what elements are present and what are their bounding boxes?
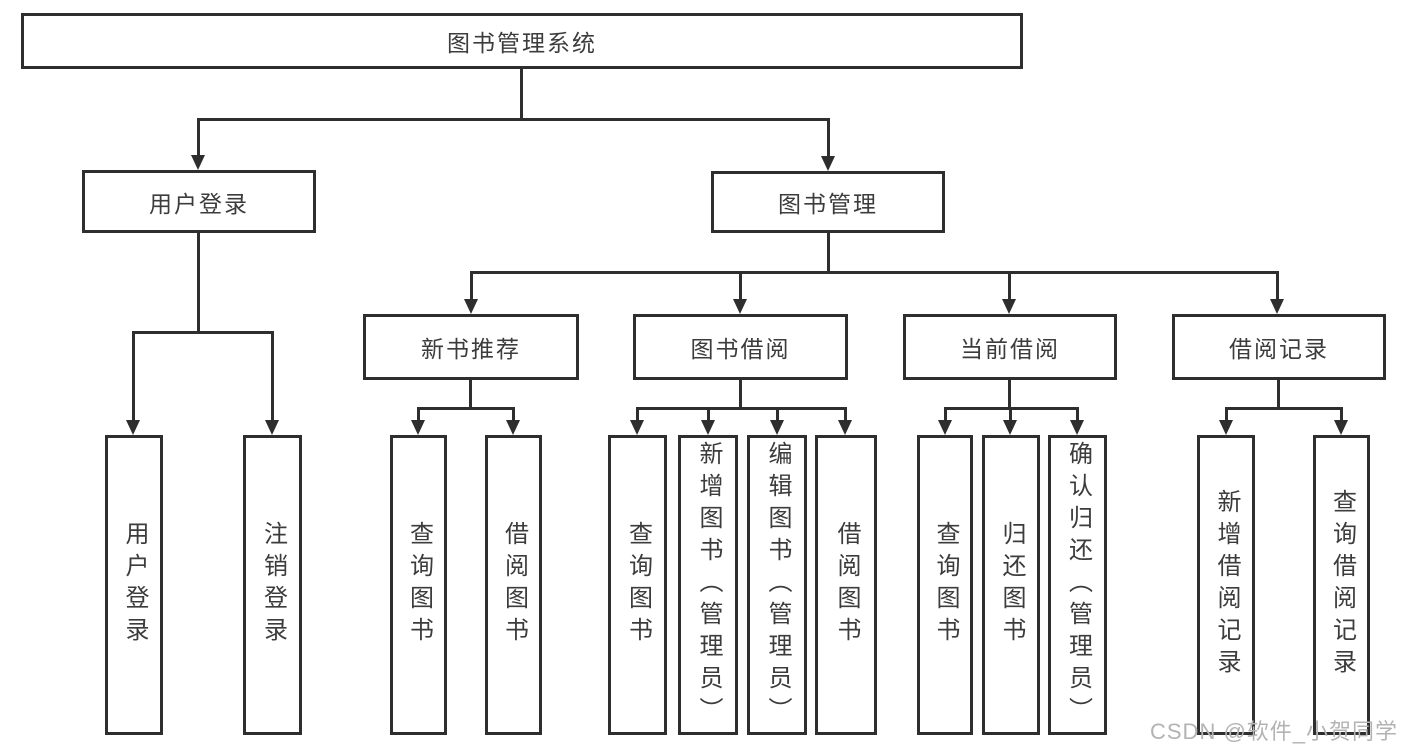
leaf-current-return-books-label: 归还图书 [998,521,1025,649]
leaf-newbook-query-books-label: 查询图书 [405,521,433,649]
leaf-logout: 注销登录 [243,435,302,735]
node-borrow-records-label: 借阅记录 [1229,336,1329,362]
leaf-borrow-edit-books-admin: 编辑图书（管理员） [747,435,807,735]
connector-line [944,407,947,422]
csdn-watermark: CSDN @软件_小贺同学 [1150,719,1399,744]
connector-line [827,118,830,157]
connector-arrow [770,420,784,435]
node-new-book-recommend-label: 新书推荐 [421,336,521,362]
connector-line [133,331,274,334]
connector-line [469,380,472,410]
connector-arrow [1334,420,1348,435]
connector-line [1340,407,1343,422]
connector-line [132,331,135,421]
leaf-current-query-books: 查询图书 [917,435,973,735]
connector-arrow [733,299,747,314]
leaf-records-query-record-label: 查询借阅记录 [1328,489,1356,681]
connector-line [707,407,710,422]
leaf-user-login-label: 用户登录 [121,521,148,649]
node-borrow-records: 借阅记录 [1172,314,1386,380]
connector-line [636,407,639,422]
leaf-current-confirm-return-admin-label: 确认归还（管理员） [1064,441,1092,729]
connector-arrow [838,420,852,435]
connector-line [520,69,523,120]
connector-arrow [1003,420,1017,435]
connector-line [417,407,515,410]
node-book-borrow-label: 图书借阅 [690,336,791,362]
leaf-borrow-add-books-admin-label: 新增图书（管理员） [695,441,722,729]
connector-line [1225,407,1228,422]
connector-line [197,118,200,157]
node-user-login-label: 用户登录 [149,190,249,217]
connector-arrow [1270,299,1284,314]
node-book-management-label: 图书管理 [778,191,878,217]
leaf-logout-label: 注销登录 [259,521,287,649]
connector-arrow [411,420,425,435]
connector-line [1277,380,1280,410]
leaf-records-add-record-label: 新增借阅记录 [1213,489,1240,681]
node-current-borrow: 当前借阅 [903,314,1117,380]
connector-line [470,271,473,301]
connector-arrow [1002,299,1016,314]
node-library-system: 图书管理系统 [21,13,1023,69]
connector-line [1225,407,1343,410]
node-library-system-label: 图书管理系统 [447,30,597,56]
connector-arrow [1219,420,1233,435]
node-new-book-recommend: 新书推荐 [363,314,579,380]
leaf-borrow-add-books-admin: 新增图书（管理员） [678,435,738,735]
connector-arrow [191,155,205,170]
leaf-records-query-record: 查询借阅记录 [1313,435,1370,735]
node-user-login: 用户登录 [82,170,316,233]
connector-line [512,407,515,422]
connector-line [827,233,830,274]
connector-line [1276,271,1279,301]
connector-line [271,331,274,421]
leaf-newbook-query-books: 查询图书 [390,435,447,735]
connector-line [1076,407,1079,422]
leaf-borrow-query-books-label: 查询图书 [624,521,652,649]
connector-arrow [701,420,715,435]
leaf-current-query-books-label: 查询图书 [932,521,959,649]
leaf-newbook-borrow-books: 借阅图书 [485,435,542,735]
connector-line [470,271,1279,274]
connector-line [1009,407,1012,422]
leaf-records-add-record: 新增借阅记录 [1197,435,1255,735]
connector-arrow [630,420,644,435]
connector-line [776,407,779,422]
leaf-borrow-edit-books-admin-label: 编辑图书（管理员） [764,441,791,729]
leaf-current-return-books: 归还图书 [982,435,1040,735]
connector-line [739,380,742,410]
leaf-newbook-borrow-books-label: 借阅图书 [500,521,528,649]
connector-line [197,118,830,121]
connector-line [636,407,847,410]
connector-arrow [821,156,835,171]
connector-line [739,271,742,301]
node-current-borrow-label: 当前借阅 [960,336,1060,362]
connector-arrow [464,299,478,314]
connector-line [417,407,420,422]
leaf-borrow-query-books: 查询图书 [608,435,667,735]
leaf-user-login: 用户登录 [105,435,163,735]
connector-arrow [126,420,140,435]
connector-line [844,407,847,422]
leaf-current-confirm-return-admin: 确认归还（管理员） [1048,435,1107,735]
connector-arrow [938,420,952,435]
connector-line [1008,271,1011,301]
connector-arrow [1070,420,1084,435]
leaf-borrow-borrow-books-label: 借阅图书 [833,521,860,649]
node-book-borrow: 图书借阅 [633,314,848,380]
connector-line [1008,380,1011,410]
connector-arrow [506,420,520,435]
connector-line [197,233,200,334]
leaf-borrow-borrow-books: 借阅图书 [815,435,877,735]
connector-arrow [265,420,279,435]
node-book-management: 图书管理 [711,171,945,233]
